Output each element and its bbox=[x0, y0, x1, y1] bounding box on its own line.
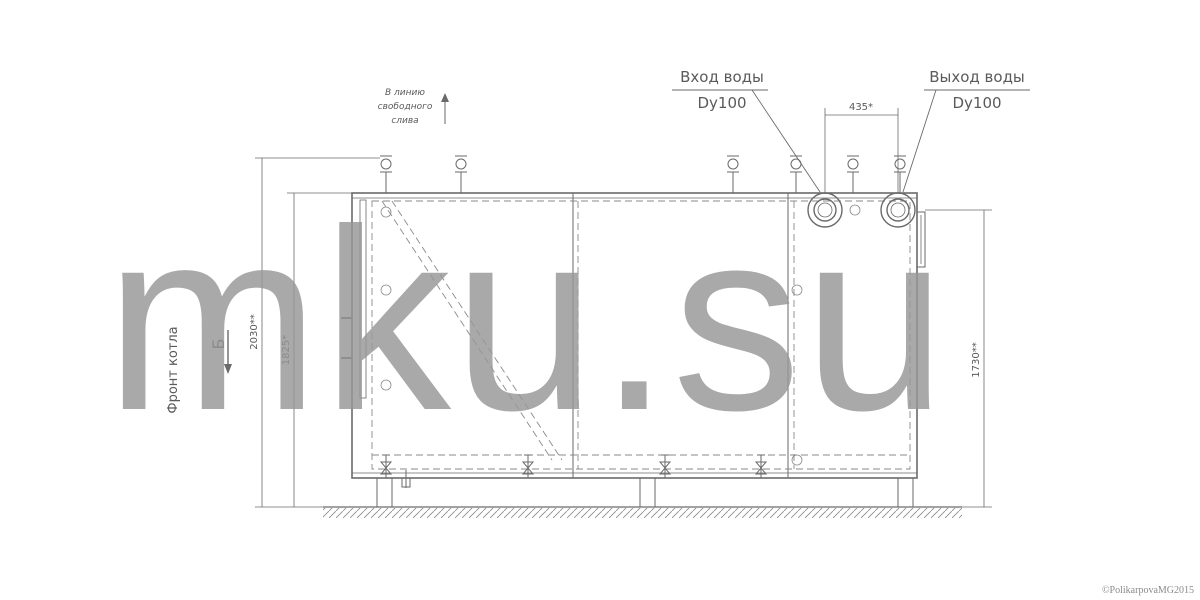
boiler-front-label: Фронт котла bbox=[166, 326, 181, 413]
leader-lines bbox=[672, 89, 1030, 193]
outlet-height-label: 1730** bbox=[971, 342, 982, 377]
water-outlet-title: Выход воды bbox=[929, 68, 1025, 86]
left-dimensions bbox=[255, 157, 380, 508]
support-legs bbox=[376, 477, 914, 508]
section-mark-label: Б bbox=[209, 339, 228, 350]
nozzle-spacing-dimension bbox=[824, 108, 899, 193]
body-height-label: 1825* bbox=[281, 335, 292, 365]
drain-line-text-2: свободного bbox=[378, 102, 433, 112]
right-dimension bbox=[925, 209, 992, 508]
boiler-body bbox=[341, 192, 926, 479]
drain-line-text-1: В линию bbox=[385, 88, 425, 98]
copyright-text: ©PolikarpovaMG2015 bbox=[1101, 585, 1194, 596]
nozzle-spacing-label: 435* bbox=[849, 102, 873, 113]
water-inlet-size: Dy100 bbox=[697, 94, 746, 112]
drain-arrow bbox=[441, 93, 449, 124]
top-valves bbox=[380, 155, 906, 193]
section-mark bbox=[224, 330, 232, 374]
bottom-valves bbox=[379, 454, 768, 488]
overall-height-label: 2030** bbox=[249, 314, 260, 349]
ground bbox=[323, 506, 962, 518]
water-outlet-size: Dy100 bbox=[952, 94, 1001, 112]
water-inlet-title: Вход воды bbox=[680, 68, 764, 86]
drain-line-text-3: слива bbox=[391, 116, 418, 126]
